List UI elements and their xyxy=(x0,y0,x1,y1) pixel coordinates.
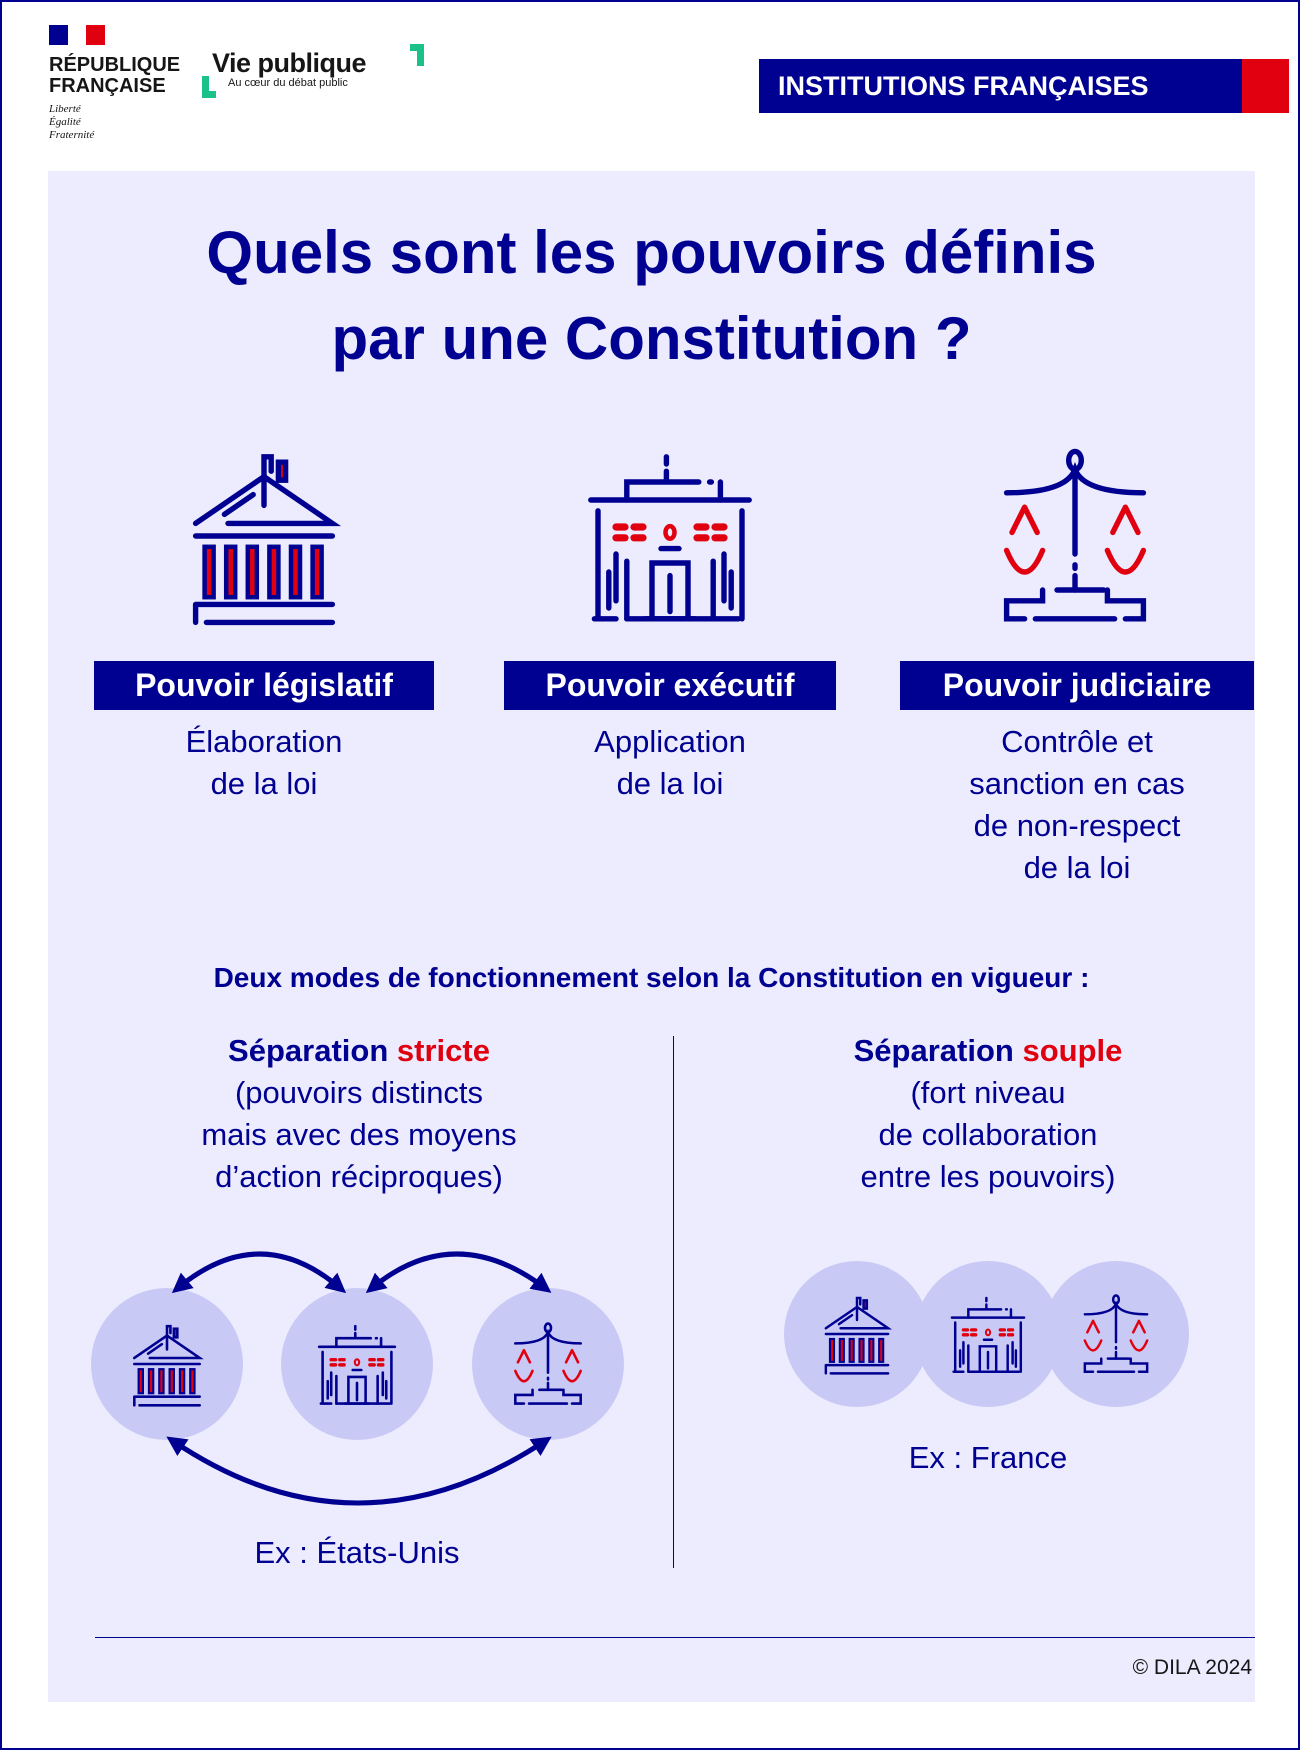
circle-legislatif xyxy=(784,1261,930,1407)
rf-line1: RÉPUBLIQUE xyxy=(49,54,181,76)
strict-prefix: Séparation xyxy=(228,1033,389,1068)
rf-line2: FRANÇAISE xyxy=(49,75,166,97)
strict-line: mais avec des moyens xyxy=(201,1117,517,1152)
label-pouvoir-legislatif: Pouvoir législatif xyxy=(94,661,434,710)
strict-example: Ex : États-Unis xyxy=(254,1535,460,1570)
desc-line: de la loi xyxy=(1023,850,1131,885)
desc-line: sanction en cas xyxy=(969,766,1185,801)
strict-line: d’action réciproques) xyxy=(215,1159,503,1194)
desc-line: de non-respect xyxy=(973,808,1181,843)
title-line2: par une Constitution ? xyxy=(331,305,972,372)
desc-executif: Application de la loi xyxy=(520,721,820,805)
arrow-legislatif-judiciaire xyxy=(166,1436,552,1506)
circle-executif xyxy=(915,1261,1061,1407)
title-line1: Quels sont les pouvoirs définis xyxy=(206,219,1097,286)
circle-judiciaire xyxy=(472,1288,624,1440)
vie-publique-corner-icon xyxy=(202,76,216,98)
label-pouvoir-judiciaire: Pouvoir judiciaire xyxy=(900,661,1254,710)
label-pouvoir-executif: Pouvoir exécutif xyxy=(504,661,836,710)
brand-title: Vie publique xyxy=(212,48,367,78)
arrow-executif-judiciaire xyxy=(365,1251,552,1294)
marianne-logo xyxy=(49,25,106,45)
footer-divider xyxy=(95,1637,1255,1638)
souple-separation-text: Séparation souple (fort niveau de collab… xyxy=(728,1030,1248,1198)
modes-heading: Deux modes de fonctionnement selon la Co… xyxy=(213,962,1090,993)
strict-keyword: stricte xyxy=(396,1033,490,1068)
column-divider xyxy=(673,1036,674,1568)
desc-judiciaire: Contrôle et sanction en cas de non-respect… xyxy=(927,721,1227,889)
desc-legislatif: Élaboration de la loi xyxy=(114,721,414,805)
government-building-icon xyxy=(947,1293,1029,1375)
devise-liberte: Liberté xyxy=(49,103,81,115)
category-banner-accent xyxy=(1242,59,1289,113)
circle-legislatif xyxy=(91,1288,243,1440)
desc-line: Application xyxy=(594,724,746,759)
souple-line: (fort niveau xyxy=(910,1075,1066,1110)
circle-judiciaire xyxy=(1043,1261,1189,1407)
devise-fraternite: Fraternité xyxy=(49,129,95,141)
souple-prefix: Séparation xyxy=(853,1033,1014,1068)
souple-example: Ex : France xyxy=(908,1440,1068,1475)
souple-line: de collaboration xyxy=(878,1117,1098,1152)
parliament-icon xyxy=(816,1293,898,1375)
copyright: © DILA 2024 xyxy=(1132,1656,1252,1679)
desc-line: de la loi xyxy=(210,766,318,801)
devise-egalite: Égalité xyxy=(49,116,81,128)
desc-line: Élaboration xyxy=(185,724,343,759)
arrow-legislatif-executif xyxy=(171,1251,347,1294)
strict-separation-text: Séparation stricte (pouvoirs distincts m… xyxy=(99,1030,619,1198)
brand-subtitle: Au cœur du débat public xyxy=(228,77,348,89)
page-title: Quels sont les pouvoirs définis par une C… xyxy=(48,210,1255,382)
desc-line: de la loi xyxy=(616,766,724,801)
souple-line: entre les pouvoirs) xyxy=(860,1159,1116,1194)
circle-executif xyxy=(281,1288,433,1440)
strict-line: (pouvoirs distincts xyxy=(234,1075,484,1110)
souple-keyword: souple xyxy=(1022,1033,1123,1068)
category-banner: INSTITUTIONS FRANÇAISES xyxy=(759,59,1242,113)
scales-icon xyxy=(1075,1293,1157,1375)
desc-line: Contrôle et xyxy=(1001,724,1153,759)
vie-publique-corner-icon xyxy=(410,44,424,66)
